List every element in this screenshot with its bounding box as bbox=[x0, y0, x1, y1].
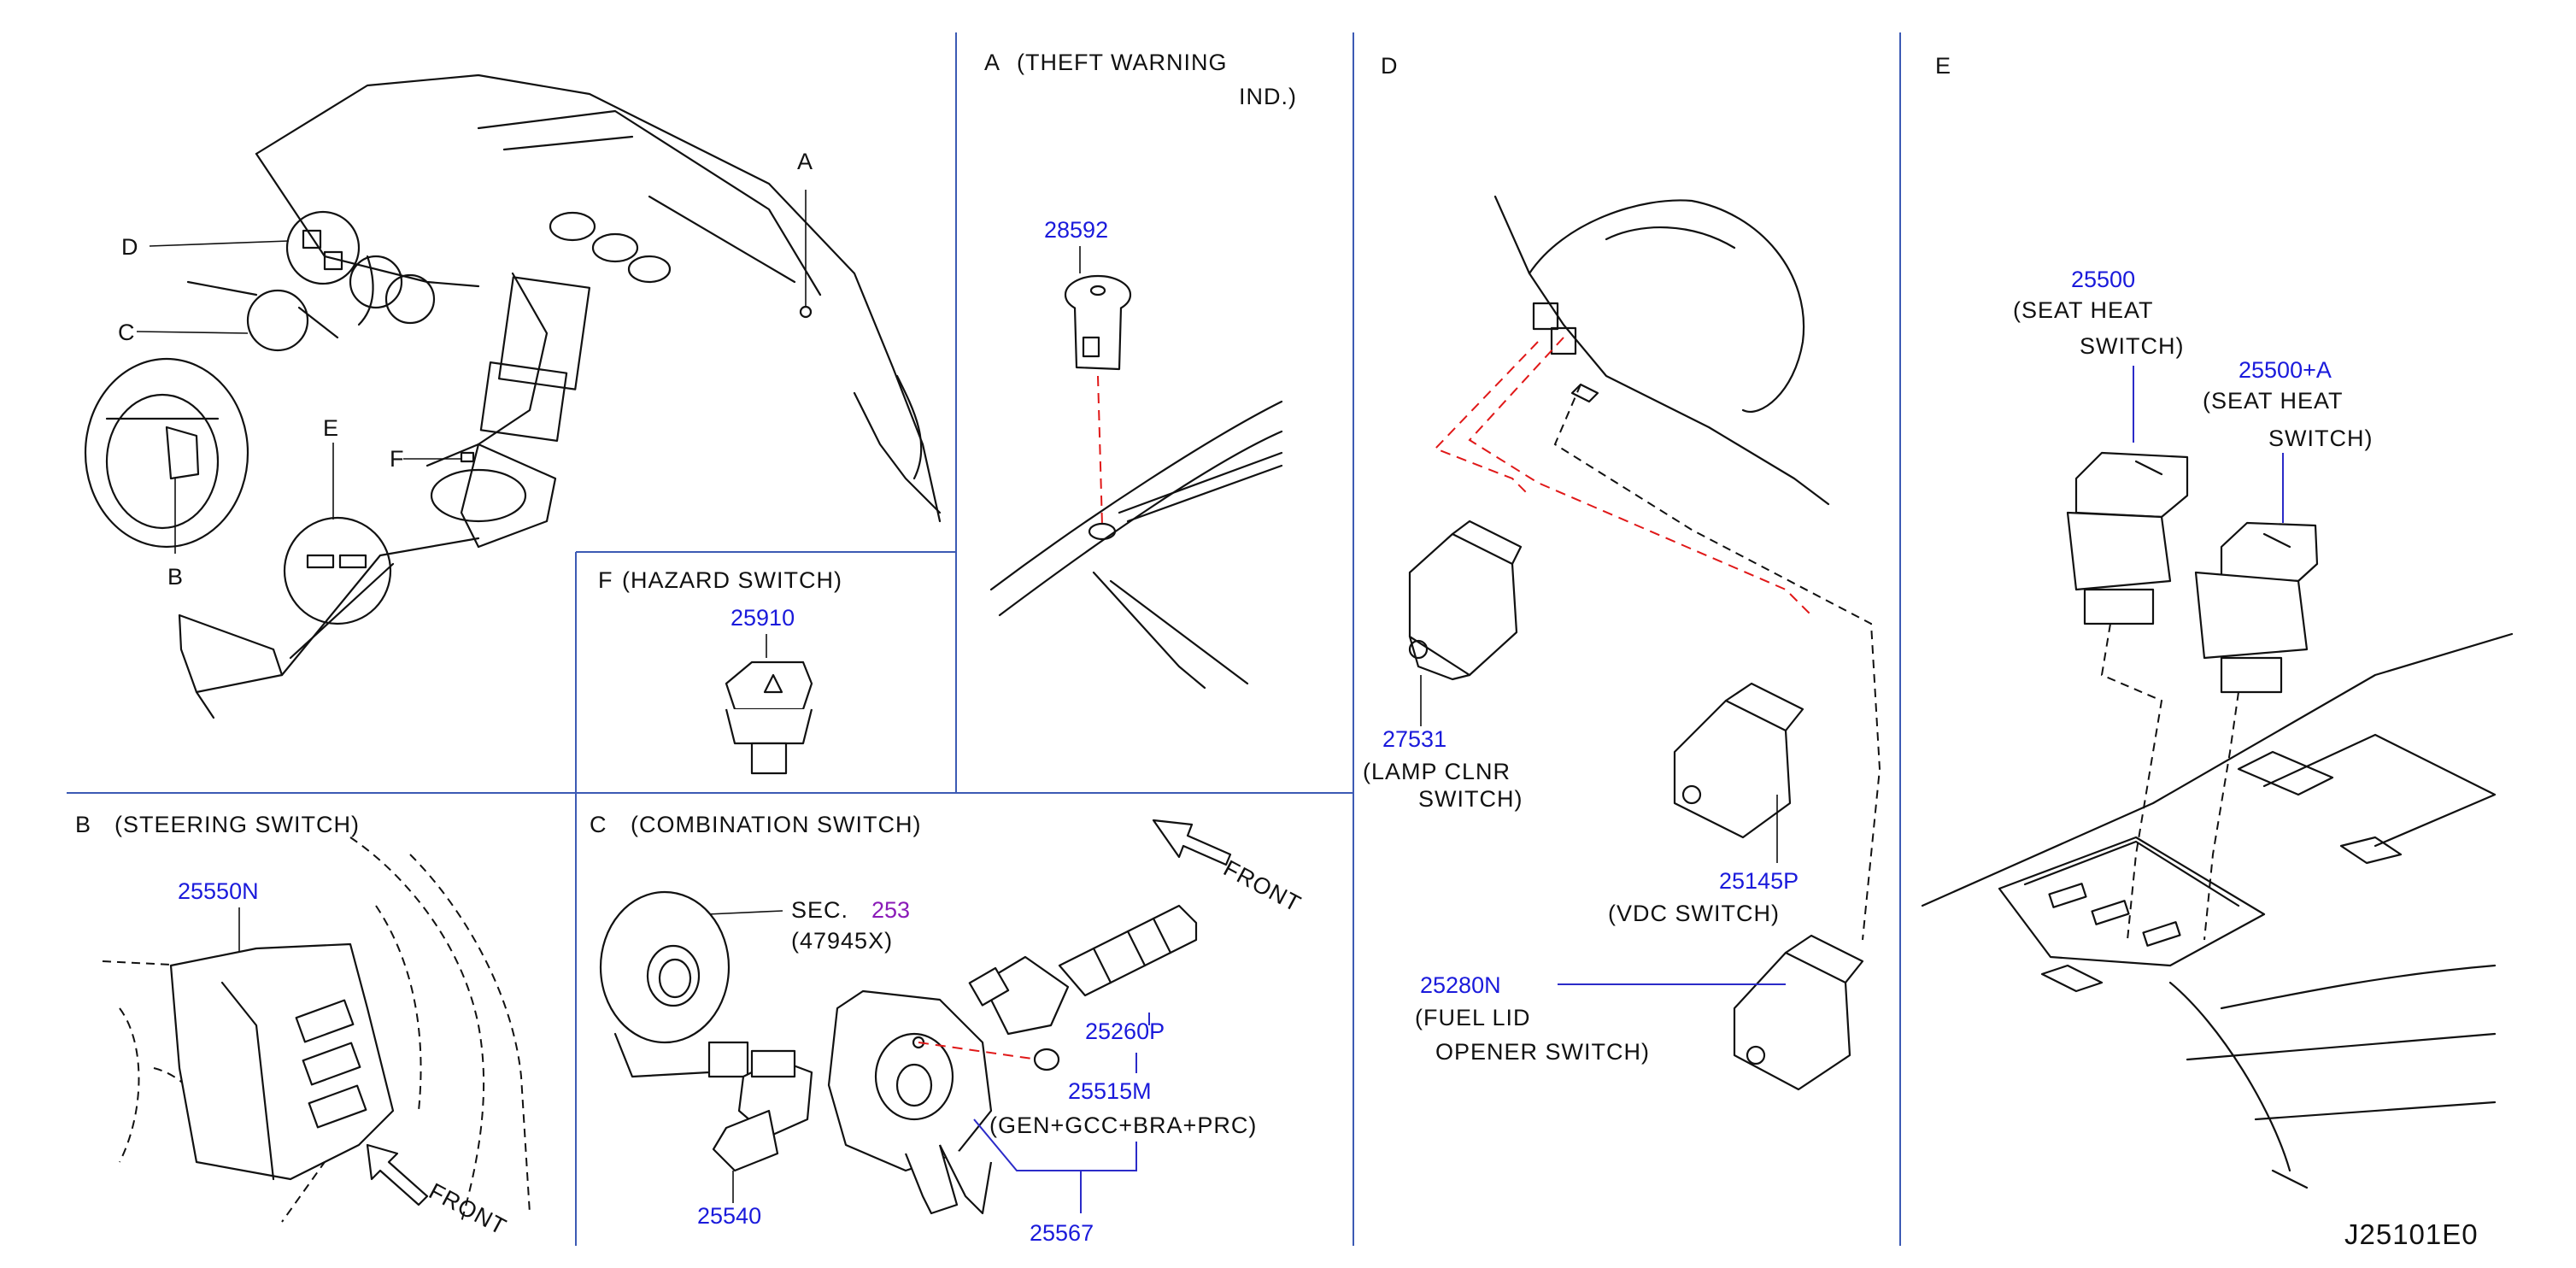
callout-b: B bbox=[167, 564, 184, 590]
part-number-27531: 27531 bbox=[1382, 726, 1446, 752]
callout-c: C bbox=[118, 320, 136, 345]
spiral-cable-illustration bbox=[599, 890, 749, 1078]
panel-d-instrument-switches: D 27531 (LAMP CLNR SWITCH) 25145P bbox=[1363, 53, 1881, 1091]
panel-e-letter: E bbox=[1935, 53, 1951, 79]
part-number-25145p: 25145P bbox=[1719, 868, 1799, 894]
panel-c-combination-switch: C (COMBINATION SWITCH) SEC. 253 (47945X) bbox=[590, 812, 1306, 1246]
panel-a-title-line1: (THEFT WARNING bbox=[1017, 50, 1227, 75]
part-25280n-name-line1: (FUEL LID bbox=[1415, 1005, 1531, 1030]
panel-a-title-line2: IND.) bbox=[1239, 84, 1297, 109]
part-number-25500: 25500 bbox=[2071, 267, 2135, 292]
front-arrow-b bbox=[366, 1143, 429, 1206]
callout-f: F bbox=[390, 446, 405, 472]
lower-dash-illustration bbox=[1493, 195, 1830, 506]
part-25515m-note: (GEN+GCC+BRA+PRC) bbox=[989, 1112, 1257, 1138]
callout-a: A bbox=[797, 149, 813, 174]
callout-e: E bbox=[323, 415, 339, 441]
panel-d-letter: D bbox=[1381, 53, 1399, 79]
callout-d: D bbox=[121, 234, 139, 260]
part-25500-name-line2: SWITCH) bbox=[2080, 333, 2184, 359]
part-number-25910: 25910 bbox=[731, 605, 795, 631]
part-number-25567: 25567 bbox=[1030, 1220, 1094, 1246]
steering-hub-illustration bbox=[102, 837, 531, 1223]
part-25500-name-line1: (SEAT HEAT bbox=[2013, 297, 2154, 323]
panel-a-letter: A bbox=[984, 50, 1000, 75]
part-27531-name-line2: SWITCH) bbox=[1418, 786, 1523, 812]
seat-heat-switch-left-illustration bbox=[2066, 451, 2189, 625]
seat-heat-switch-right-illustration bbox=[2194, 521, 2319, 694]
part-25500a-name-line1: (SEAT HEAT bbox=[2203, 388, 2344, 414]
part-number-25500a: 25500+A bbox=[2239, 357, 2332, 383]
part-25500a-name-line2: SWITCH) bbox=[2268, 426, 2373, 451]
panel-dividers bbox=[67, 32, 1901, 1246]
diagram-code: J25101E0 bbox=[2344, 1218, 2479, 1250]
part-number-25260p: 25260P bbox=[1085, 1019, 1165, 1044]
panel-b-steering-switch: B (STEERING SWITCH) 25550N FRONT bbox=[75, 812, 531, 1240]
part-number-25280n: 25280N bbox=[1420, 972, 1501, 998]
sensor-plug-illustration bbox=[1033, 1048, 1060, 1071]
theft-indicator-part-illustration bbox=[1064, 274, 1132, 371]
panel-b-title: (STEERING SWITCH) bbox=[114, 812, 360, 837]
part-25145p-name: (VDC SWITCH) bbox=[1608, 901, 1780, 926]
instrument-hood-illustration bbox=[989, 400, 1283, 690]
sec-sub: (47945X) bbox=[791, 928, 893, 954]
part-number-25515m: 25515M bbox=[1068, 1078, 1152, 1104]
panel-e-seat-heat: E 25500 (SEAT HEAT SWITCH) 25500+A (SEAT… bbox=[1921, 53, 2514, 1250]
panel-f-hazard: F (HAZARD SWITCH) 25910 bbox=[598, 567, 842, 775]
panel-b-letter: B bbox=[75, 812, 91, 837]
sec-number: 253 bbox=[871, 897, 910, 923]
sec-label: SEC. bbox=[791, 897, 848, 923]
panel-f-title: (HAZARD SWITCH) bbox=[622, 567, 842, 593]
dashboard-overview-illustration bbox=[84, 73, 942, 719]
part-27531-name-line1: (LAMP CLNR bbox=[1363, 759, 1511, 784]
panel-a-theft-warning: A (THEFT WARNING IND.) 28592 bbox=[984, 50, 1297, 690]
front-arrow-c bbox=[1152, 819, 1232, 866]
front-label-c: FRONT bbox=[1219, 855, 1306, 917]
wiper-switch-illustration bbox=[712, 1049, 813, 1172]
lamp-cleaner-switch-illustration bbox=[1408, 520, 1523, 681]
panel-c-letter: C bbox=[590, 812, 607, 837]
panel-c-title: (COMBINATION SWITCH) bbox=[631, 812, 921, 837]
hazard-switch-illustration bbox=[725, 660, 813, 775]
part-number-25540: 25540 bbox=[697, 1203, 761, 1229]
overview-callout-labels: A B C D E F bbox=[118, 149, 813, 590]
front-label-b: FRONT bbox=[425, 1178, 511, 1240]
part-25280n-name-line2: OPENER SWITCH) bbox=[1435, 1039, 1650, 1065]
center-console-illustration bbox=[1921, 632, 2514, 1189]
part-number-28592: 28592 bbox=[1044, 217, 1108, 243]
combination-switch-body-illustration bbox=[827, 989, 993, 1215]
panel-f-letter: F bbox=[598, 567, 613, 593]
fuel-lid-switch-illustration bbox=[1733, 934, 1864, 1091]
vdc-switch-illustration bbox=[1673, 682, 1804, 839]
part-number-25550n: 25550N bbox=[178, 878, 259, 904]
lighting-switch-stalk-illustration bbox=[968, 904, 1198, 1036]
